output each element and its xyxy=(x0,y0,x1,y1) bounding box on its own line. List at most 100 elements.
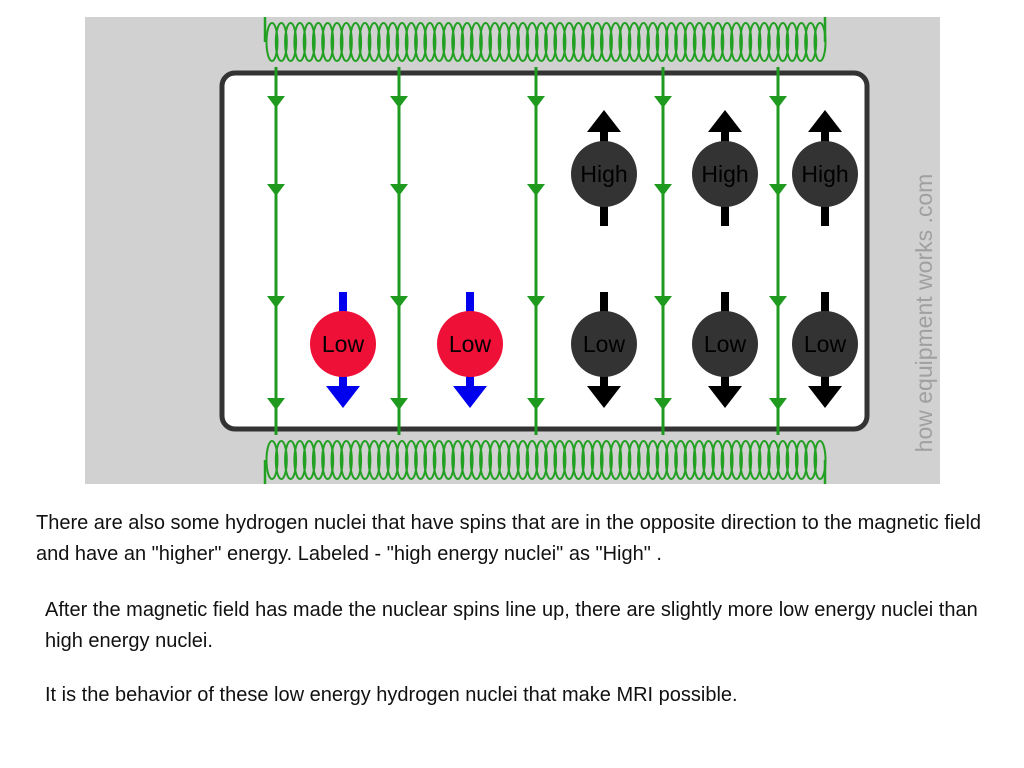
field-arrow-icon xyxy=(654,296,672,308)
coil-loop xyxy=(516,22,530,62)
field-arrow-icon xyxy=(769,96,787,108)
coil-loop xyxy=(377,22,390,62)
coil-loop xyxy=(729,22,743,62)
coil-loop xyxy=(423,440,437,480)
field-arrow-icon xyxy=(527,398,545,410)
coil-loop xyxy=(590,22,604,62)
coil-loop xyxy=(609,440,623,480)
coil-loop xyxy=(367,22,381,62)
coil-loop xyxy=(330,440,344,480)
coil-loop xyxy=(804,440,818,480)
coil-loop xyxy=(599,440,613,480)
field-arrow-icon xyxy=(267,398,285,410)
coil-loop xyxy=(442,22,455,62)
spin-down-arrow-icon xyxy=(808,386,842,408)
low-energy-nucleus: Low xyxy=(571,292,637,408)
low-energy-nucleus: Low xyxy=(310,292,376,408)
coil-loop xyxy=(265,22,279,62)
coil-loop xyxy=(395,440,409,480)
coil-loop xyxy=(451,440,465,480)
field-arrow-icon xyxy=(527,96,545,108)
nucleus-body xyxy=(571,141,637,207)
coil-loop xyxy=(358,22,372,62)
coil-loop xyxy=(664,22,678,62)
field-arrow-icon xyxy=(267,184,285,196)
nucleus-body xyxy=(692,141,758,207)
coil-loop xyxy=(562,440,576,480)
field-arrow-icon xyxy=(390,96,408,108)
coil-loop xyxy=(395,22,409,62)
coil-loop xyxy=(274,22,288,62)
coil-loop xyxy=(386,440,400,480)
coil-loop xyxy=(572,22,585,62)
coil-loop xyxy=(720,440,734,480)
coil-loop xyxy=(339,22,353,62)
nucleus-label: Low xyxy=(804,331,847,357)
low-energy-nucleus: Low xyxy=(437,292,503,408)
coil-loop xyxy=(367,440,381,480)
spin-down-arrow-icon xyxy=(326,386,360,408)
nucleus-body xyxy=(571,311,637,377)
coil-loop xyxy=(302,22,316,62)
coil-loop xyxy=(302,440,316,480)
coil-loop xyxy=(599,22,613,62)
nucleus-body xyxy=(792,311,858,377)
coil-loop xyxy=(739,22,753,62)
high-energy-nucleus: High xyxy=(692,110,758,226)
coil-loop xyxy=(757,22,771,62)
coil-loop xyxy=(785,22,799,62)
nucleus-body xyxy=(692,311,758,377)
nucleus-label: Low xyxy=(583,331,626,357)
coil-loop xyxy=(311,22,325,62)
field-arrow-icon xyxy=(390,398,408,410)
coil-loop xyxy=(321,440,335,480)
coil-loop xyxy=(479,440,493,480)
nucleus-body xyxy=(792,141,858,207)
spin-down-arrow-icon xyxy=(708,386,742,408)
coil-loop xyxy=(720,22,734,62)
paragraph-more-low-energy: After the magnetic field has made the nu… xyxy=(45,599,978,652)
top-magnet-coil xyxy=(263,17,827,62)
low-energy-nucleus: Low xyxy=(692,292,758,408)
coil-loop xyxy=(414,22,428,62)
field-arrow-icon xyxy=(654,96,672,108)
coil-loop xyxy=(488,440,502,480)
field-arrow-icon xyxy=(527,296,545,308)
coil-loop xyxy=(702,22,715,62)
coil-loop xyxy=(516,440,530,480)
coil-loop xyxy=(692,440,706,480)
paragraph-mri-behavior: It is the behavior of these low energy h… xyxy=(45,684,738,706)
spin-down-arrow-icon xyxy=(587,386,621,408)
coil-loop xyxy=(748,22,762,62)
magnetic-field-lines xyxy=(267,67,787,435)
coil-loop xyxy=(683,22,697,62)
coil-loop xyxy=(692,22,706,62)
field-arrow-icon xyxy=(390,296,408,308)
watermark-text: how equipment works .com xyxy=(911,174,937,453)
coil-loop xyxy=(339,440,353,480)
coil-loop xyxy=(627,22,641,62)
coil-loop xyxy=(349,440,363,480)
low-energy-nucleus: Low xyxy=(792,292,858,408)
coil-loop xyxy=(479,22,493,62)
coil-loop xyxy=(321,22,335,62)
coil-loop xyxy=(488,22,502,62)
coil-loop xyxy=(655,22,669,62)
coil-loop xyxy=(748,440,762,480)
spin-up-arrow-icon xyxy=(708,110,742,132)
coil-loop xyxy=(804,22,818,62)
coil-loop xyxy=(284,22,298,62)
nucleus-label: Low xyxy=(449,331,492,357)
spin-up-arrow-icon xyxy=(808,110,842,132)
coil-loop xyxy=(469,440,483,480)
coil-loop xyxy=(274,440,288,480)
coil-loop xyxy=(711,440,725,480)
nucleus-body xyxy=(310,311,376,377)
coil-loop xyxy=(293,22,307,62)
coil-loop xyxy=(330,22,344,62)
coil-loop xyxy=(432,440,446,480)
coil-loop xyxy=(377,440,390,480)
